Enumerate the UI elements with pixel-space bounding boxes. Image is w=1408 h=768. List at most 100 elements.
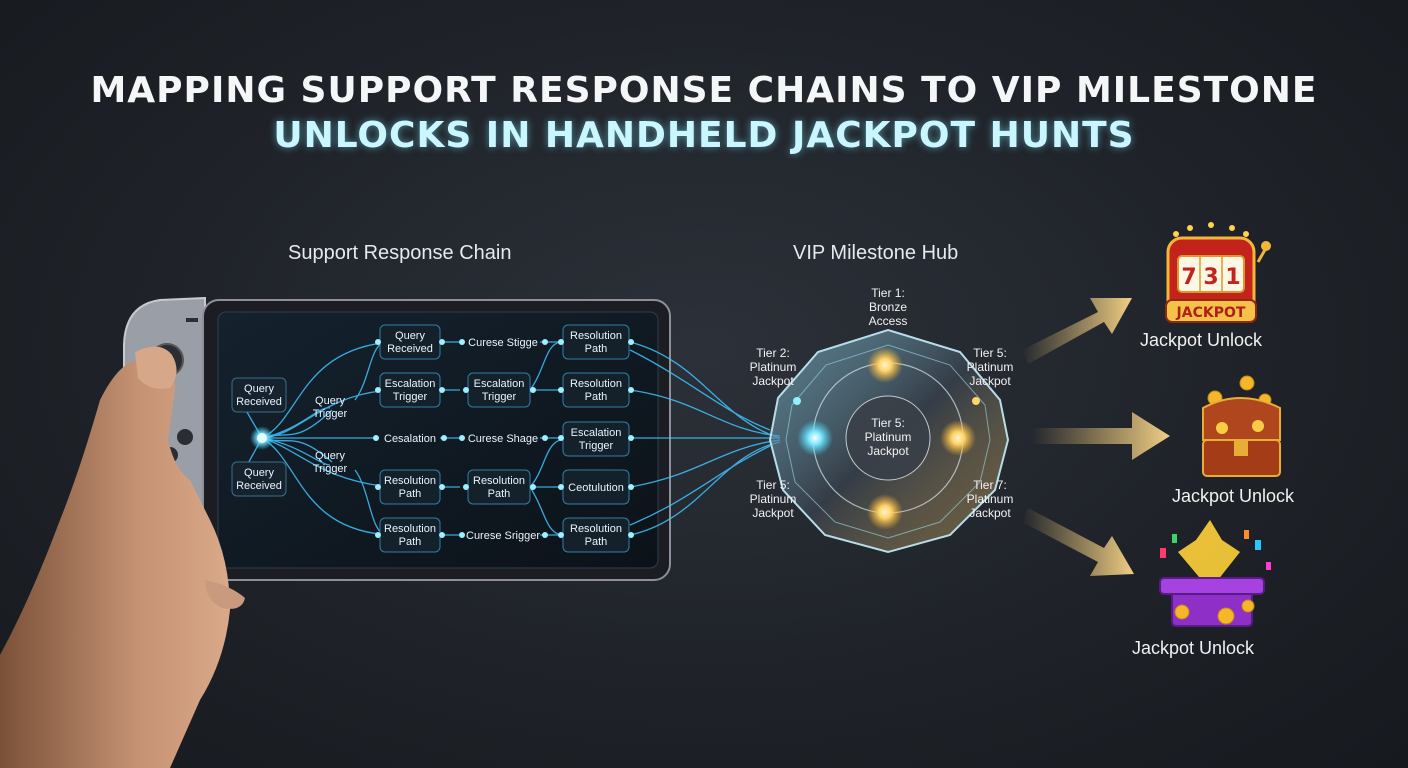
chain-node-col2-query-received[interactable]: Query Received bbox=[379, 324, 441, 360]
hub-node-right[interactable] bbox=[940, 420, 976, 456]
box-unlock-label: Jackpot Unlock bbox=[1132, 638, 1255, 658]
node-text: Resolution bbox=[570, 330, 622, 342]
chain-node-col4-resolution-path-3[interactable]: Resolution Path bbox=[562, 517, 630, 553]
node-text: Path bbox=[585, 343, 608, 355]
node-text: Resolution bbox=[473, 475, 525, 487]
finger bbox=[205, 580, 245, 609]
svg-text:Jackpot: Jackpot bbox=[969, 374, 1011, 388]
node-text: Query bbox=[244, 383, 274, 395]
node-text: Received bbox=[387, 343, 433, 355]
hub-node-bottom[interactable] bbox=[867, 494, 903, 530]
arrow-to-slot bbox=[1022, 298, 1132, 364]
chain-node-col2-cesalation[interactable]: Cesalation bbox=[384, 433, 436, 445]
vip-milestone-hub bbox=[768, 328, 1010, 554]
chain-node-query-trigger-1[interactable]: Query Trigger bbox=[313, 395, 348, 420]
chain-node-col4-escalation-trigger[interactable]: Escalation Trigger bbox=[562, 421, 630, 457]
slot-unlock-label: Jackpot Unlock bbox=[1140, 330, 1263, 350]
node-text: Resolution bbox=[570, 378, 622, 390]
node-text: Received bbox=[236, 396, 282, 408]
svg-text:Jackpot: Jackpot bbox=[752, 374, 794, 388]
node-text: Curese Shage bbox=[468, 433, 538, 445]
page-title-line-2: UNLOCKS IN HANDHELD JACKPOT HUNTS bbox=[273, 115, 1135, 156]
svg-text:Tier 5:: Tier 5: bbox=[973, 346, 1007, 360]
tier-label-lower-right: Tier 7: Platinum Jackpot bbox=[967, 478, 1014, 520]
chain-node-query-trigger-2[interactable]: Query Trigger bbox=[313, 450, 348, 475]
hub-node-left[interactable] bbox=[797, 420, 833, 456]
chain-node-query-received-2[interactable]: Query Received bbox=[231, 461, 287, 497]
thumb bbox=[135, 346, 177, 389]
node-text: Query bbox=[315, 450, 345, 462]
svg-text:Tier 5:: Tier 5: bbox=[756, 478, 790, 492]
node-text: Resolution bbox=[384, 475, 436, 487]
palm bbox=[0, 359, 230, 768]
chain-node-col2-resolution-path-1[interactable]: Resolution Path bbox=[379, 469, 441, 505]
dpad-button-up[interactable] bbox=[177, 429, 193, 445]
unlock-arrows bbox=[1022, 298, 1170, 576]
gift-box-icon[interactable] bbox=[1159, 520, 1271, 627]
svg-text:Platinum: Platinum bbox=[967, 492, 1014, 506]
hub-core bbox=[845, 395, 931, 481]
svg-text:Jackpot: Jackpot bbox=[969, 506, 1011, 520]
hub-facet bbox=[785, 344, 991, 539]
svg-text:Tier 7:: Tier 7: bbox=[973, 478, 1007, 492]
node-text: Path bbox=[399, 488, 422, 500]
node-text: Escalation bbox=[474, 378, 525, 390]
confetti-icons bbox=[1160, 530, 1271, 570]
svg-text:Platinum: Platinum bbox=[750, 360, 797, 374]
svg-text:Tier 2:: Tier 2: bbox=[756, 346, 790, 360]
svg-text:Tier 5:: Tier 5: bbox=[871, 416, 905, 430]
arrow-to-box bbox=[1022, 508, 1134, 576]
svg-text:Tier 1:: Tier 1: bbox=[871, 286, 905, 300]
tier-label-upper-right: Tier 5: Platinum Jackpot bbox=[967, 346, 1014, 388]
svg-text:Bronze: Bronze bbox=[869, 300, 907, 314]
node-text: Path bbox=[585, 391, 608, 403]
chest-unlock-label: Jackpot Unlock bbox=[1172, 486, 1295, 506]
chain-node-col3-resolution-path[interactable]: Resolution Path bbox=[467, 469, 531, 505]
svg-text:Jackpot: Jackpot bbox=[867, 444, 909, 458]
slot-reel-2: 3 bbox=[1203, 265, 1218, 290]
chain-node-col3-escalation-trigger[interactable]: Escalation Trigger bbox=[467, 372, 531, 408]
node-text: Curese Stigge bbox=[468, 337, 538, 349]
node-text: Trigger bbox=[579, 440, 614, 452]
chain-node-col2-resolution-path-2[interactable]: Resolution Path bbox=[379, 517, 441, 553]
star-icons bbox=[1173, 222, 1249, 237]
tier-label-top: Tier 1: Bronze Access bbox=[869, 286, 908, 328]
slot-machine-icon[interactable]: 7 3 1 JACKPOT bbox=[1165, 222, 1271, 323]
node-text: Path bbox=[399, 536, 422, 548]
node-text: Query bbox=[244, 467, 274, 479]
hand bbox=[0, 346, 245, 768]
node-text: Escalation bbox=[571, 427, 622, 439]
arrow-to-chest bbox=[1032, 412, 1170, 460]
hub-dot bbox=[972, 397, 980, 405]
tier-label-center: Tier 5: Platinum Jackpot bbox=[865, 416, 912, 458]
node-text: Trigger bbox=[482, 391, 517, 403]
svg-text:Platinum: Platinum bbox=[967, 360, 1014, 374]
chain-node-col3-curese-srigger[interactable]: Curese Srigger bbox=[466, 530, 540, 542]
chain-node-col4-resolution-path-2[interactable]: Resolution Path bbox=[562, 372, 630, 408]
slot-sign-text: JACKPOT bbox=[1176, 305, 1246, 321]
node-text: Trigger bbox=[393, 391, 428, 403]
tier-label-upper-left: Tier 2: Platinum Jackpot bbox=[750, 346, 797, 388]
console-screen bbox=[217, 311, 659, 569]
chain-node-col4-ceotulution[interactable]: Ceotulution bbox=[562, 469, 630, 505]
chain-node-query-received-1[interactable]: Query Received bbox=[231, 377, 287, 413]
page-title-line-1: MAPPING SUPPORT RESPONSE CHAINS TO VIP M… bbox=[90, 70, 1318, 111]
node-text: Curese Srigger bbox=[466, 530, 540, 542]
treasure-chest-icon[interactable] bbox=[1202, 375, 1281, 477]
svg-text:Jackpot: Jackpot bbox=[752, 506, 794, 520]
hub-dot bbox=[793, 397, 801, 405]
hub-section-label: VIP Milestone Hub bbox=[793, 242, 959, 264]
node-text: Ceotulution bbox=[568, 482, 624, 494]
chain-origin-core bbox=[257, 433, 267, 443]
node-text: Query bbox=[395, 330, 425, 342]
node-text: Path bbox=[585, 536, 608, 548]
node-text: Escalation bbox=[385, 378, 436, 390]
connector-dots bbox=[373, 339, 634, 538]
chain-node-col4-resolution-path-1[interactable]: Resolution Path bbox=[562, 324, 630, 360]
hub-node-top[interactable] bbox=[867, 347, 903, 383]
chain-node-col2-escalation-trigger[interactable]: Escalation Trigger bbox=[379, 372, 441, 408]
chain-node-col3-curese-stigge[interactable]: Curese Stigge bbox=[468, 337, 538, 349]
chain-node-col3-curese-shage[interactable]: Curese Shage bbox=[468, 433, 538, 445]
minus-button[interactable] bbox=[186, 318, 198, 322]
